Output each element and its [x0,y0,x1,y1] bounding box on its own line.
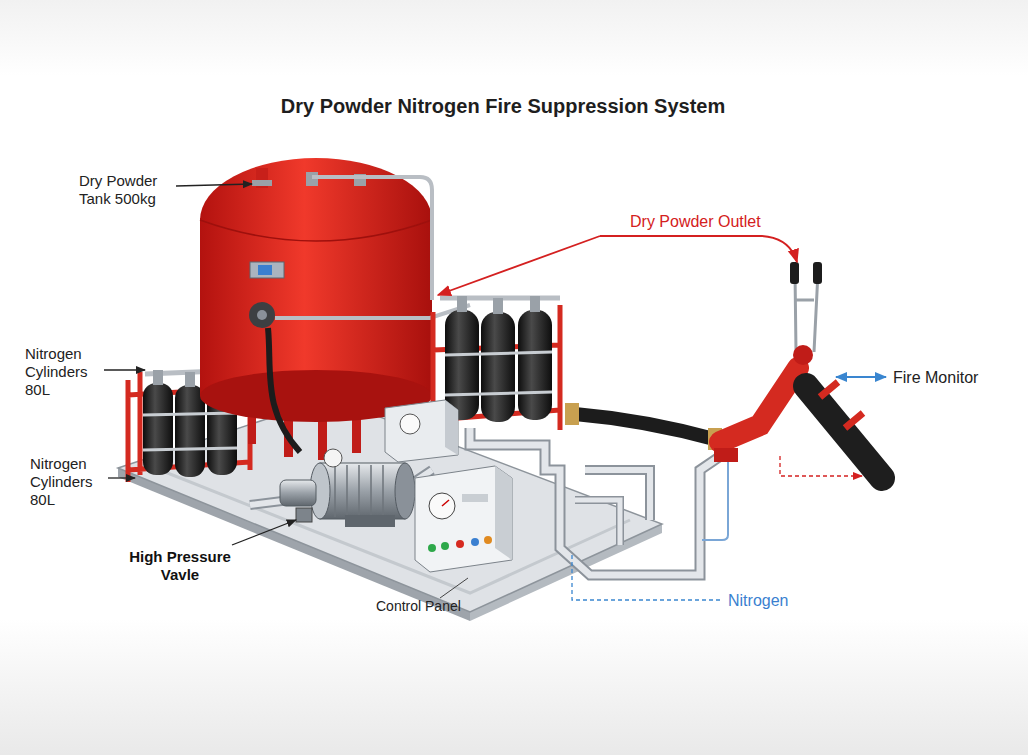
powder-tank-part [268,328,300,452]
pipework-part [470,428,722,575]
powder-tank-part [275,305,470,318]
powder-tank-part [250,262,284,278]
control-cabinet-part [471,538,479,546]
powder-tank-part [312,177,432,300]
pump-motor-part [395,463,415,519]
pump-motor-part [324,449,342,467]
control-cabinet-part [415,466,512,572]
control-cabinet-part [442,500,449,506]
callout-label: Nitrogen Cylinders 80L [25,345,105,399]
leader-lines-part [836,376,886,378]
pump-motor-part [335,465,383,517]
right-cylinder-rack-part [493,298,503,314]
right-cylinder-rack-part [530,296,540,312]
callout-label: Dry Powder Tank 500kg [79,172,179,208]
right-cylinder-rack-part [445,352,552,395]
left-cylinder-rack-part [185,372,195,387]
fire-monitor-part [806,386,882,478]
pipework-part [575,500,620,545]
leader-lines-part [104,369,145,370]
right-cylinder-rack-part [518,310,552,420]
pump-motor-part [320,463,405,519]
left-cylinder-rack-part [153,370,163,385]
leader-lines-part [108,477,135,478]
left-cylinder-rack-part [143,383,173,475]
fire-monitor-part [720,368,798,442]
fire-monitor [565,262,882,478]
pump-motor-part [345,515,395,527]
leader-lines [104,184,886,600]
leader-lines-part [176,184,252,186]
callout-label: Dry Powder Outlet [630,212,800,231]
pipework [250,428,722,575]
fire-monitor-part [714,448,738,462]
control-cabinet-part [445,400,458,455]
pump-motor [280,449,415,527]
leader-lines-part [780,456,862,476]
powder-tank-part [200,220,432,241]
callout-label: Nitrogen Cylinders 80L [30,455,110,509]
leader-lines-part [232,520,296,545]
control-cabinet-part [495,466,512,560]
leader-lines-part [600,236,797,262]
powder-tank-part [258,265,272,275]
powder-tank-part [257,310,267,320]
fire-monitor-part [795,272,818,352]
fire-monitor-part [813,262,822,284]
diagram-title: Dry Powder Nitrogen Fire Suppression Sys… [180,94,826,118]
fire-monitor-part [575,414,718,440]
control-cabinet-part [462,494,488,502]
leader-lines-part [438,236,600,295]
control-cabinet-part [484,536,492,544]
control-cabinet [385,400,512,572]
leader-lines-part [440,578,468,598]
right-cylinder-rack-part [481,312,515,422]
callout-label: High Pressure Vavle [118,548,242,584]
pipework-part [575,500,620,545]
control-cabinet-part [428,544,436,552]
pump-motor-part [280,480,316,506]
fire-monitor-part [790,262,799,284]
powder-tank-part [252,180,272,186]
powder-tank-part [249,302,275,328]
control-cabinet-part [456,540,464,548]
fire-monitor-part [820,382,863,428]
left-cylinder-rack-part [175,385,205,477]
leader-lines-part [572,555,722,600]
pipework-part [470,428,722,575]
callout-label: Control Panel [376,598,496,615]
right-cylinder-rack-part [457,296,467,312]
control-cabinet-part [441,542,449,550]
left-cylinder-rack-part [143,413,237,450]
callout-label: Fire Monitor [893,368,1013,387]
callout-label: Nitrogen [728,591,828,610]
control-cabinet-part [400,414,420,434]
fire-monitor-part [565,403,579,425]
control-cabinet-part [429,493,455,519]
pump-motor-part [296,508,312,522]
control-cabinet-part [385,400,458,462]
fire-monitor-part [793,345,813,365]
leader-lines-part [702,462,728,540]
